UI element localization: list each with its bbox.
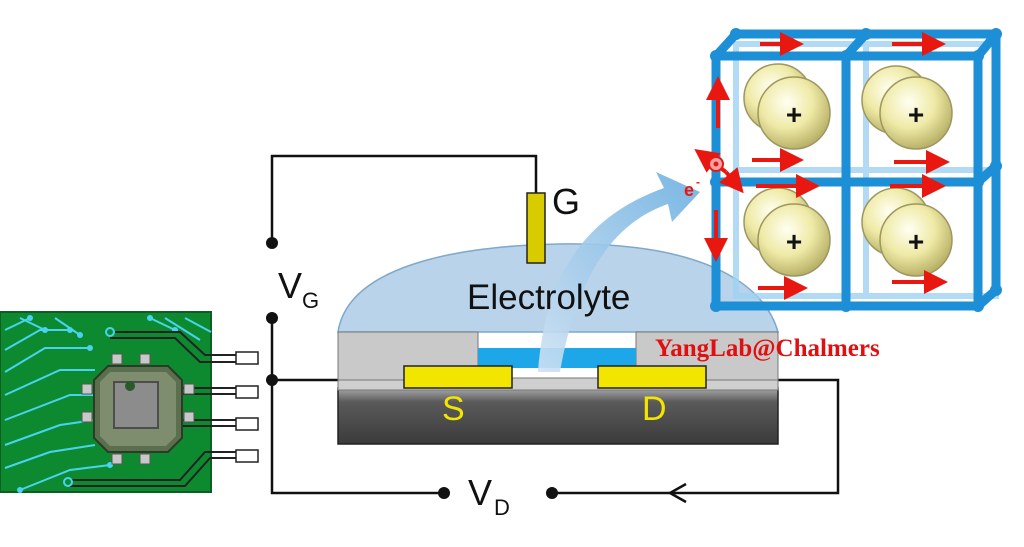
watermark-text: YangLab@Chalmers bbox=[655, 335, 880, 362]
drain-voltage-subscript: D bbox=[494, 495, 510, 520]
chip-die bbox=[113, 381, 159, 429]
chip-pins bbox=[81, 353, 195, 465]
electrolyte-label: Electrolyte bbox=[467, 278, 630, 317]
source-label: S bbox=[442, 390, 465, 428]
lattice-nodes bbox=[710, 28, 1002, 312]
electron-flow-arrows bbox=[694, 32, 950, 300]
ion-charge-label: + bbox=[908, 99, 924, 130]
ion-charge-label: + bbox=[786, 99, 802, 130]
electron-label: e bbox=[684, 180, 694, 200]
pcb-vias bbox=[17, 315, 178, 493]
gate-voltage-subscript: G bbox=[302, 288, 319, 313]
current-direction-arrow bbox=[667, 482, 687, 504]
gate-electrode bbox=[526, 192, 546, 264]
drain-voltage-label: V bbox=[468, 472, 492, 513]
gate-label: G bbox=[552, 181, 580, 222]
gate-voltage-label: V bbox=[278, 265, 302, 306]
ion-charge-label: + bbox=[786, 226, 802, 257]
drain-label: D bbox=[642, 390, 667, 428]
ion-charge-label: + bbox=[908, 226, 924, 257]
source-electrode bbox=[403, 365, 513, 389]
electron-charge-sign: - bbox=[696, 175, 700, 189]
circuit-terminals bbox=[266, 237, 558, 499]
drain-electrode bbox=[597, 365, 707, 389]
substrate bbox=[337, 387, 779, 445]
lattice-cube bbox=[694, 28, 1002, 312]
ion-injection-arrow bbox=[538, 172, 700, 372]
pcb-chip bbox=[0, 311, 259, 493]
pcb-connector-pins bbox=[235, 351, 259, 463]
